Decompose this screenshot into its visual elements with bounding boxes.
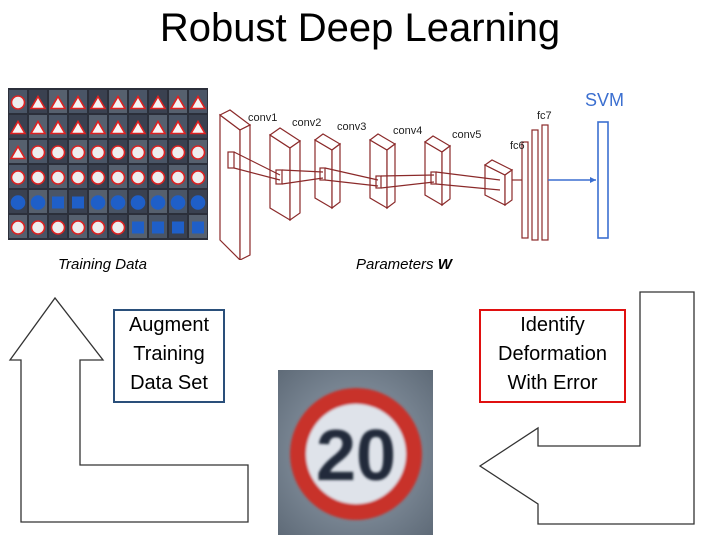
- svm-bar: [597, 121, 609, 239]
- sign-thumbnail: [89, 90, 107, 113]
- sign-thumbnail: [129, 165, 147, 188]
- conv5-block: [424, 140, 443, 207]
- sign-thumbnail: [109, 190, 127, 213]
- sign-thumbnail: [29, 140, 47, 163]
- sign-thumbnail: [9, 90, 27, 113]
- sign-thumbnail: [109, 165, 127, 188]
- sign-thumbnail: [149, 140, 167, 163]
- sign-thumbnail: [29, 215, 47, 238]
- sign-thumbnail: [29, 165, 47, 188]
- layer-label-conv1: conv1: [248, 112, 278, 124]
- sign-thumbnail: [109, 140, 127, 163]
- training-data-grid: [8, 88, 208, 240]
- layer-label-conv5: conv5: [452, 129, 482, 141]
- sign-thumbnail: [89, 215, 107, 238]
- sign-thumbnail: [89, 140, 107, 163]
- identify-line-1: Identify: [520, 314, 585, 336]
- sign-thumbnail: [169, 215, 187, 238]
- sign-thumbnail: [129, 190, 147, 213]
- cnn-diagram: [218, 109, 609, 260]
- slide-title: Robust Deep Learning: [159, 6, 561, 50]
- sign-thumbnail: [69, 190, 87, 213]
- fc7-bar-1: [521, 141, 529, 239]
- sign-thumbnail: [89, 165, 107, 188]
- sign-thumbnail: [129, 115, 147, 138]
- sign-thumbnail: [169, 140, 187, 163]
- training-data-caption: Training Data: [58, 256, 147, 273]
- sign-thumbnail: [9, 190, 27, 213]
- sign-thumbnail: [189, 190, 207, 213]
- sign-thumbnail: [189, 90, 207, 113]
- sign-thumbnail: [109, 215, 127, 238]
- sign-thumbnail: [89, 190, 107, 213]
- sign-thumbnail: [169, 90, 187, 113]
- conv1-block: [219, 113, 241, 260]
- sign-thumbnail: [189, 165, 207, 188]
- sign-thumbnail: [9, 115, 27, 138]
- sign-thumbnail: [69, 215, 87, 238]
- svm-label: SVM: [585, 90, 625, 110]
- conv2-block: [269, 133, 291, 222]
- sign-thumbnail: [69, 115, 87, 138]
- sign-thumbnail: [189, 215, 207, 238]
- sign-thumbnail: [109, 115, 127, 138]
- sign-thumbnail: [49, 115, 67, 138]
- sign-thumbnail: [29, 115, 47, 138]
- sign-thumbnail: [69, 165, 87, 188]
- sign-thumbnail: [89, 115, 107, 138]
- identify-line-2: Deformation: [498, 343, 607, 365]
- sign-thumbnail: [149, 115, 167, 138]
- sign-thumbnail: [69, 90, 87, 113]
- sign-thumbnail: [29, 190, 47, 213]
- sign-thumbnail: [69, 140, 87, 163]
- sign-thumbnail: [49, 215, 67, 238]
- conv3-block: [314, 138, 333, 210]
- sign-thumbnail: [29, 90, 47, 113]
- sign-thumbnail: [149, 165, 167, 188]
- sign-thumbnail: [149, 215, 167, 238]
- sign-thumbnail: [149, 190, 167, 213]
- sign-thumbnail: [109, 90, 127, 113]
- layer-label-conv3: conv3: [337, 121, 367, 133]
- parameters-text: Parameters: [356, 256, 434, 273]
- identify-line-3: With Error: [507, 372, 598, 394]
- sign-thumbnail: [189, 115, 207, 138]
- sign-thumbnail: [189, 140, 207, 163]
- augment-line-1: Augment: [128, 314, 210, 336]
- sign-thumbnail: [49, 90, 67, 113]
- fc7-bar-3: [541, 124, 549, 241]
- identify-deformation-box: Identify Deformation With Error: [479, 309, 626, 403]
- sign-thumbnail: [149, 90, 167, 113]
- layer-label-conv2: conv2: [292, 117, 322, 129]
- sign-thumbnail: [49, 165, 67, 188]
- sign-thumbnail: [9, 140, 27, 163]
- sign-thumbnail: [129, 90, 147, 113]
- augment-line-3: Data Set: [130, 372, 208, 394]
- right-return-arrow: [478, 291, 695, 525]
- sign-thumbnail: [129, 140, 147, 163]
- sign-thumbnail: [49, 140, 67, 163]
- layer-label-conv4: conv4: [393, 125, 423, 137]
- fc7-bar-2: [531, 129, 539, 241]
- parameters-var: W: [437, 256, 452, 273]
- augment-training-box: Augment Training Data Set: [113, 309, 225, 403]
- left-up-arrow: [8, 296, 249, 523]
- sign-thumbnail: [169, 190, 187, 213]
- sign-thumbnail: [169, 165, 187, 188]
- layer-label-fc7: fc7: [537, 110, 552, 122]
- sign-thumbnail: [129, 215, 147, 238]
- speed-limit-20-sign-image: 20: [278, 370, 433, 535]
- sign-thumbnail: [9, 215, 27, 238]
- sign-thumbnail: [169, 115, 187, 138]
- augment-line-2: Training: [133, 343, 205, 365]
- sign-thumbnail: [49, 190, 67, 213]
- speed-limit-number: 20: [316, 416, 396, 496]
- conv4-block: [369, 138, 388, 210]
- parameters-caption: Parameters W: [356, 256, 452, 273]
- layer-label-fc6: fc6: [510, 140, 525, 152]
- sign-thumbnail: [9, 165, 27, 188]
